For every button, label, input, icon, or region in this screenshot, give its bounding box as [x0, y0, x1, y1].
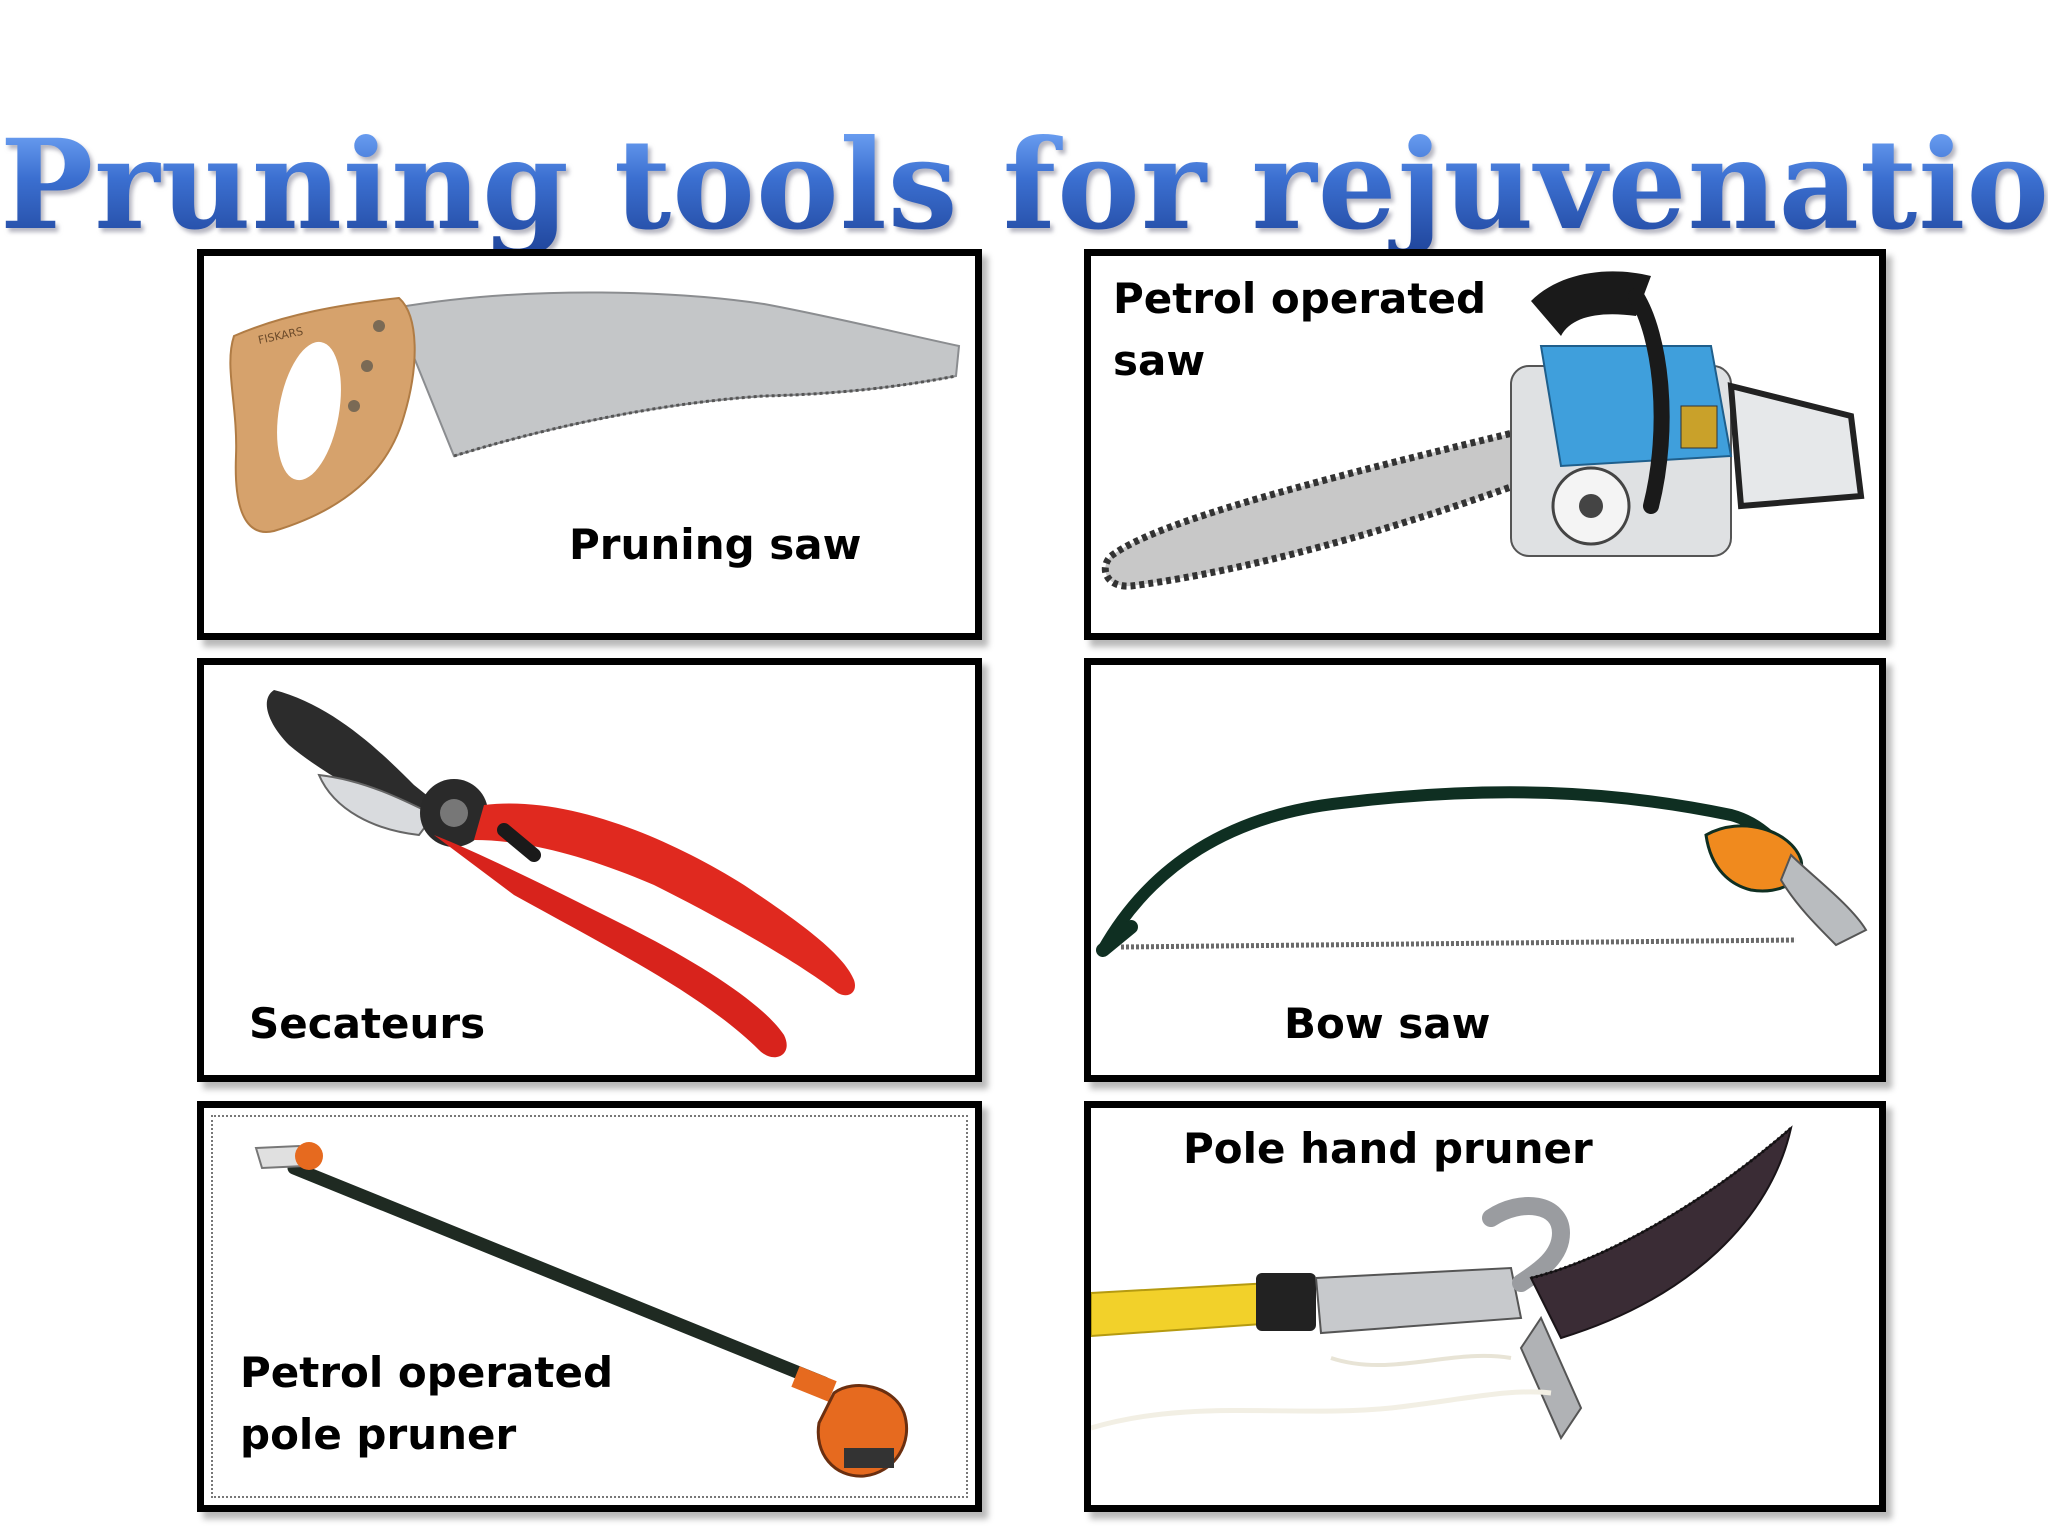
tool-label-pole-hand-pruner: Pole hand pruner: [1183, 1124, 1593, 1173]
tool-panel-pole-hand-pruner: Pole hand pruner: [1084, 1101, 1886, 1512]
secateurs-icon: [266, 690, 855, 1058]
tool-panel-secateurs: Secateurs: [197, 658, 982, 1082]
tool-label-pruning-saw: Pruning saw: [569, 520, 862, 569]
tool-label-bow-saw: Bow saw: [1284, 999, 1491, 1048]
chainsaw-icon: [1101, 271, 1865, 590]
tool-panel-petrol-saw: Petrol operated saw: [1084, 249, 1886, 640]
tool-label-pole-pruner: Petrol operated pole pruner: [240, 1348, 614, 1459]
bow-saw-icon: [1096, 786, 1868, 957]
pruning-saw-icon: FISKARS: [229, 291, 961, 533]
tool-panel-bow-saw: Bow saw: [1084, 658, 1886, 1082]
tool-label-petrol-saw: Petrol operated saw: [1113, 274, 1487, 385]
pole-pruner-icon: [254, 1142, 909, 1478]
pole-hand-pruner-icon: [1091, 1125, 1793, 1441]
tool-label-secateurs: Secateurs: [249, 999, 486, 1048]
tool-panel-pole-pruner: Petrol operated pole pruner: [197, 1101, 982, 1512]
page-title: Pruning tools for rejuvenation: [0, 111, 2048, 261]
tool-panel-pruning-saw: FISKARS Pruning saw: [197, 249, 982, 640]
